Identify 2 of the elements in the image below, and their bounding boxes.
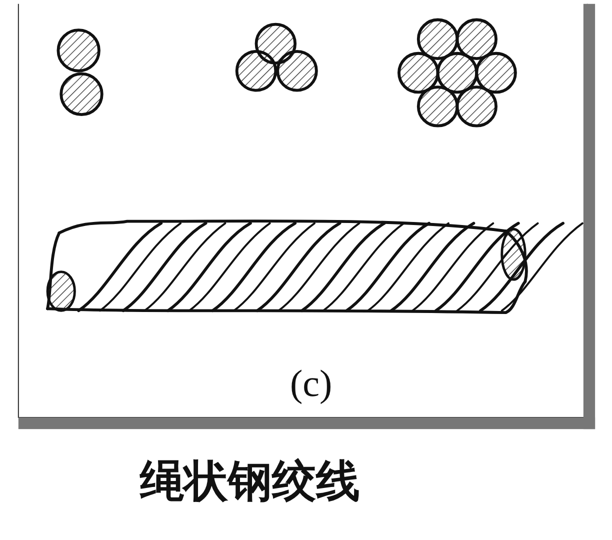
panel-label: (c) <box>290 362 332 406</box>
caption: 绳状钢绞线 <box>140 456 360 508</box>
